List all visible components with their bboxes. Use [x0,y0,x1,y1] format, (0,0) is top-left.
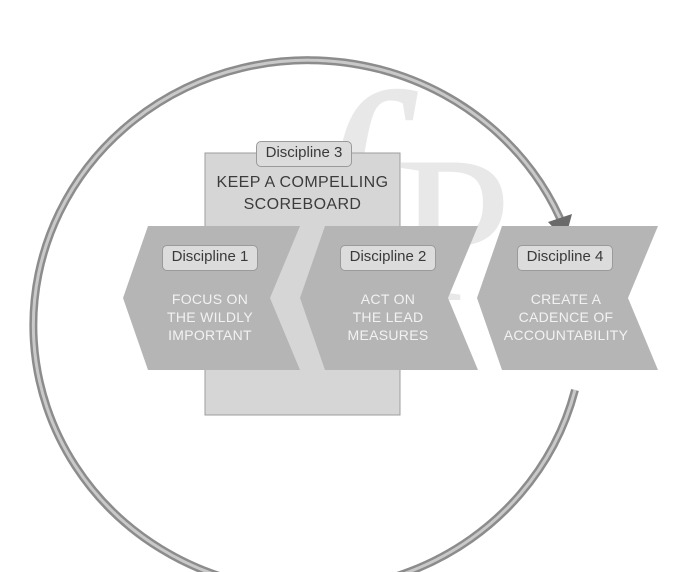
discipline-2-title: ACT ON THE LEAD MEASURES [318,290,458,344]
discipline-3-title: KEEP A COMPELLING SCOREBOARD [205,172,400,216]
discipline-1-title: FOCUS ON THE WILDLY IMPORTANT [140,290,280,344]
discipline-3-line-2: SCOREBOARD [243,196,362,213]
discipline-1-line-2: THE WILDLY [167,309,253,325]
discipline-1-line-1: FOCUS ON [171,291,249,307]
discipline-4-line-1: CREATE A [530,291,602,307]
discipline-4-line-3: ACCOUNTABILITY [503,327,629,343]
discipline-4-title: CREATE A CADENCE OF ACCOUNTABILITY [492,290,640,344]
discipline-2-label: Discipline 2 [340,245,436,271]
cadence-cycle-ring [29,56,579,572]
discipline-3-label: Discipline 3 [256,141,352,167]
discipline-1-label: Discipline 1 [162,245,258,271]
discipline-2-line-3: MEASURES [347,327,429,343]
discipline-2-line-1: ACT ON [360,291,416,307]
discipline-2-line-2: THE LEAD [352,309,424,325]
discipline-1-line-3: IMPORTANT [168,327,252,343]
discipline-3-line-1: KEEP A COMPELLING [216,174,389,191]
discipline-4-label: Discipline 4 [517,245,613,271]
discipline-4-line-2: CADENCE OF [518,309,614,325]
